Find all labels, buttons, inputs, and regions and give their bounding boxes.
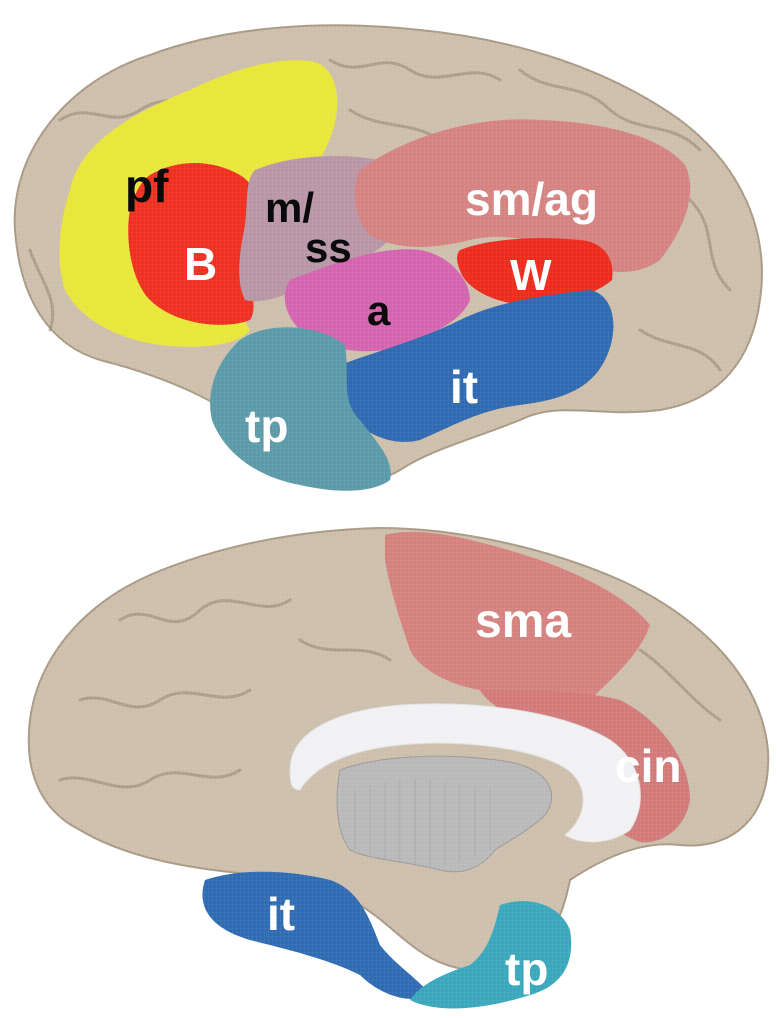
label-W: W [510,251,552,300]
label-cin: cin [615,740,681,792]
medial-brain-view: sma cin it tp [0,510,777,1018]
label-tp-lateral: tp [245,400,288,452]
label-a: a [367,287,391,334]
label-sma: sma [475,595,571,648]
label-B: B [184,238,217,290]
label-sm-ag: sm/ag [465,173,598,225]
label-tp-medial: tp [505,943,548,995]
label-ss: ss [305,224,352,271]
label-it-lateral: it [450,361,478,413]
lateral-texture [0,0,777,500]
label-it-medial: it [267,888,295,940]
label-pf: pf [125,160,169,212]
lateral-brain-view: pf B m/ ss sm/ag W a it tp [0,0,777,500]
